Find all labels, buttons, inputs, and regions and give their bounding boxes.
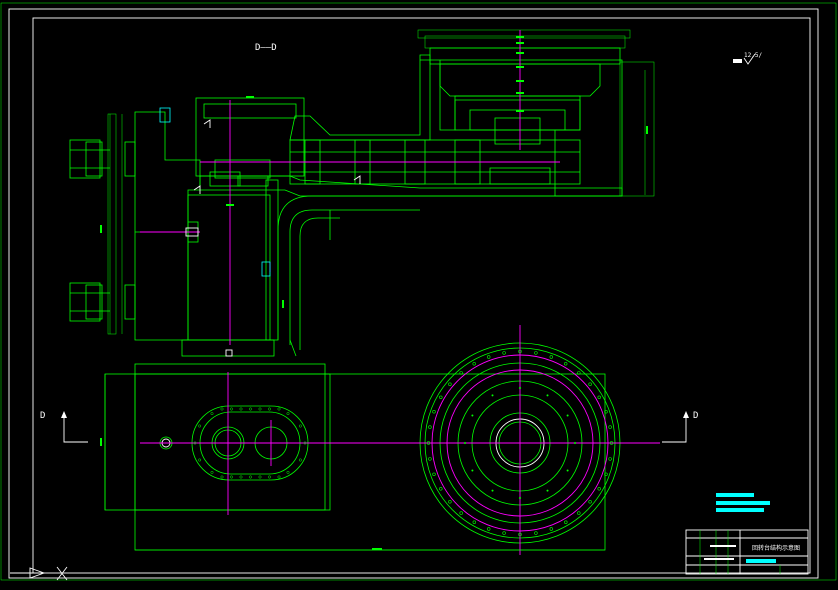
- plate-bolt-hole: [239, 407, 243, 411]
- plate-bolt-hole: [298, 458, 302, 462]
- plate-bolt-hole: [303, 441, 307, 445]
- plate-bolt-hole: [286, 412, 290, 416]
- plate-bolt-hole: [198, 424, 202, 428]
- bolt-hole: [577, 371, 581, 375]
- bolt-hole: [608, 425, 612, 429]
- plate-bolt-hole: [210, 412, 214, 416]
- plate-bolt-hole: [258, 407, 262, 411]
- plate-bolt-hole: [230, 475, 233, 479]
- oval-plate-bolt-holes: [193, 407, 307, 479]
- plate-bolt-hole: [258, 475, 262, 479]
- bolt-hole-inner: [464, 442, 466, 444]
- bolt-hole: [609, 441, 614, 445]
- bolt-hole: [597, 487, 601, 491]
- plate-bolt-hole: [220, 407, 224, 411]
- bolt-hole: [604, 472, 608, 476]
- bolt-hole: [564, 520, 568, 524]
- plate-bolt-hole: [286, 470, 290, 474]
- bolt-hole: [534, 351, 538, 355]
- bolt-hole: [439, 395, 443, 399]
- plan-view-bottom: [104, 325, 660, 555]
- plate-bolt-hole: [239, 475, 243, 479]
- bolt-hole-inner: [546, 394, 549, 397]
- roughness-symbol: 12.5/: [733, 52, 762, 65]
- plate-bolt-hole: [198, 458, 202, 462]
- bolt-hole: [534, 531, 538, 535]
- bolt-hole: [549, 527, 553, 531]
- bolt-hole-inner: [519, 387, 521, 389]
- bolt-hole: [487, 527, 491, 531]
- bolt-hole: [502, 531, 506, 535]
- title-block-title: 回转台结构示意图: [752, 544, 800, 552]
- bolt-hole: [597, 395, 601, 399]
- plate-bolt-hole: [277, 407, 281, 411]
- bolt-hole-inner: [471, 414, 474, 417]
- technical-notes-block: [716, 493, 770, 512]
- bolt-hole-inner: [519, 497, 521, 499]
- plate-bolt-hole: [268, 475, 271, 479]
- bolt-hole: [432, 410, 436, 414]
- bolt-hole: [608, 457, 612, 461]
- bolt-hole-inner: [491, 489, 494, 492]
- plate-bolt-hole: [298, 424, 302, 428]
- elbow-pipe: [277, 195, 622, 340]
- bolt-hole: [563, 362, 568, 366]
- bolt-hole: [472, 362, 476, 366]
- ring-bolt-holes: [426, 349, 614, 537]
- section-arrow-left: D: [40, 411, 88, 443]
- plate-bolt-hole: [210, 470, 214, 474]
- bolt-hole: [439, 487, 443, 491]
- bolt-hole: [518, 349, 522, 354]
- plate-bolt-hole: [249, 475, 252, 479]
- bolt-hole: [432, 472, 436, 476]
- dimension-marks: [100, 36, 648, 550]
- section-arrow-right-label: D: [693, 411, 698, 421]
- plate-bolt-hole: [193, 441, 197, 445]
- bolt-hole: [588, 500, 592, 504]
- bolt-hole: [588, 382, 592, 386]
- section-view-top: [69, 29, 655, 357]
- bolt-hole: [459, 371, 463, 375]
- plate-bolt-hole: [230, 407, 233, 411]
- ucs-icon: [10, 566, 68, 581]
- bolt-hole-inner: [546, 489, 549, 492]
- section-label-top: D——D: [255, 43, 277, 53]
- bolt-hole: [428, 457, 432, 461]
- bolt-hole: [549, 355, 553, 359]
- bolt-hole-inner: [566, 469, 569, 472]
- bolt-hole-inner: [471, 469, 474, 472]
- section-arrow-left-label: D: [40, 411, 45, 421]
- bolt-hole: [604, 410, 608, 414]
- bolt-hole: [448, 500, 452, 504]
- bolt-hole-inner: [491, 394, 494, 397]
- bolt-hole: [472, 520, 476, 524]
- section-arrow-right: D: [662, 411, 698, 443]
- roughness-value: 12.5/: [744, 52, 762, 59]
- plate-bolt-hole: [277, 475, 281, 479]
- bolt-hole-inner: [566, 414, 569, 417]
- plate-bolt-hole: [220, 475, 224, 479]
- bolt-hole: [428, 425, 432, 429]
- left-bolt-stubs-upper: [69, 113, 136, 335]
- plate-bolt-hole: [268, 407, 271, 411]
- bolt-hole-inner: [574, 442, 576, 444]
- bolt-hole: [459, 511, 463, 515]
- title-block: 回转台结构示意图: [685, 529, 809, 575]
- bolt-hole: [487, 355, 491, 359]
- bolt-hole: [426, 441, 431, 445]
- plate-bolt-hole: [249, 407, 252, 411]
- bolt-hole: [577, 511, 581, 515]
- bolt-hole: [448, 382, 452, 386]
- bolt-hole: [502, 351, 506, 355]
- bolt-hole: [518, 532, 522, 537]
